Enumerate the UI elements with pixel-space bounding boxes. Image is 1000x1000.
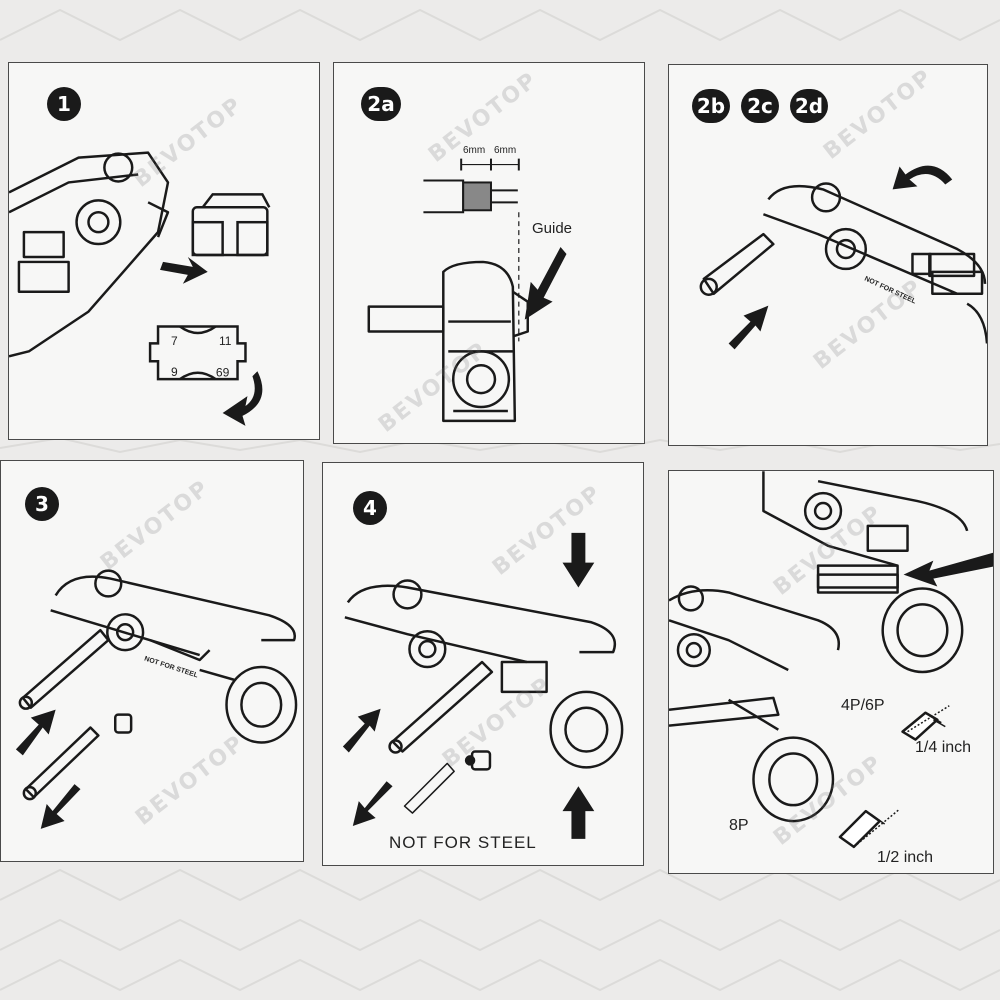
step-panel-2a: 2a 6mm 6mm Guide BEVOTOP BEVOTOP [333, 62, 645, 444]
tool-illustration [15, 569, 298, 829]
curved-arrow-icon [222, 371, 263, 426]
arrow-right-icon [160, 256, 208, 284]
tool-illustration [669, 471, 993, 849]
connector-8p-label: 8P [729, 817, 749, 834]
step-badge: 4 [353, 491, 387, 525]
tool-illustration [699, 165, 987, 350]
arrow-up-icon [562, 786, 595, 839]
arrow-down-left-icon [40, 784, 81, 829]
step-panel-5: 4P/6P 1/4 inch 8P 1/2 inch BEVOTOP BEVOT… [668, 470, 994, 874]
connector-4p6p-label: 4P/6P [841, 697, 885, 714]
arrow-up-right-icon [728, 305, 769, 350]
slot-number: 9 [171, 365, 178, 379]
quarter-inch-label: 1/4 inch [915, 739, 972, 756]
slot-number: 69 [216, 365, 230, 379]
slot-number: 11 [219, 334, 232, 348]
arrow-down-icon [524, 247, 567, 320]
tool-illustration [9, 151, 271, 426]
step-panel-4: 4 NOT FOR STEEL BEVOTOP BEVOTOP [322, 462, 644, 866]
not-for-steel-caption: NOT FOR STEEL [389, 833, 537, 852]
arrow-left-icon [903, 552, 993, 587]
dimension-label: 6mm [494, 145, 517, 156]
step-badge: 3 [25, 487, 59, 521]
curved-arrow-icon [892, 165, 953, 190]
step-badge: 2c [741, 89, 779, 123]
step-badge: 1 [47, 87, 81, 121]
guide-label: Guide [532, 220, 573, 237]
step-panel-2bcd: 2b 2c 2d NOT FOR STEEL BEVOTOP BEVOTOP [668, 64, 988, 446]
step-panel-1: 1 7 11 9 69 BEVOTOP [8, 62, 320, 440]
half-inch-label: 1/2 inch [877, 849, 934, 866]
step-badge: 2a [361, 87, 401, 121]
arrow-down-left-icon [352, 781, 393, 826]
step-panel-3: 3 NOT FOR STEEL BEVOTOP BEVOTOP [0, 460, 304, 862]
arrow-down-icon [562, 532, 595, 588]
tool-illustration [367, 158, 567, 423]
tool-illustration [342, 532, 624, 839]
arrow-up-right-icon [342, 708, 381, 753]
step-badge: 2b [692, 89, 730, 123]
step-badge: 2d [790, 89, 828, 123]
dimension-label: 6mm [463, 145, 486, 156]
slot-number: 7 [171, 334, 178, 348]
arrow-up-right-icon [15, 709, 56, 756]
